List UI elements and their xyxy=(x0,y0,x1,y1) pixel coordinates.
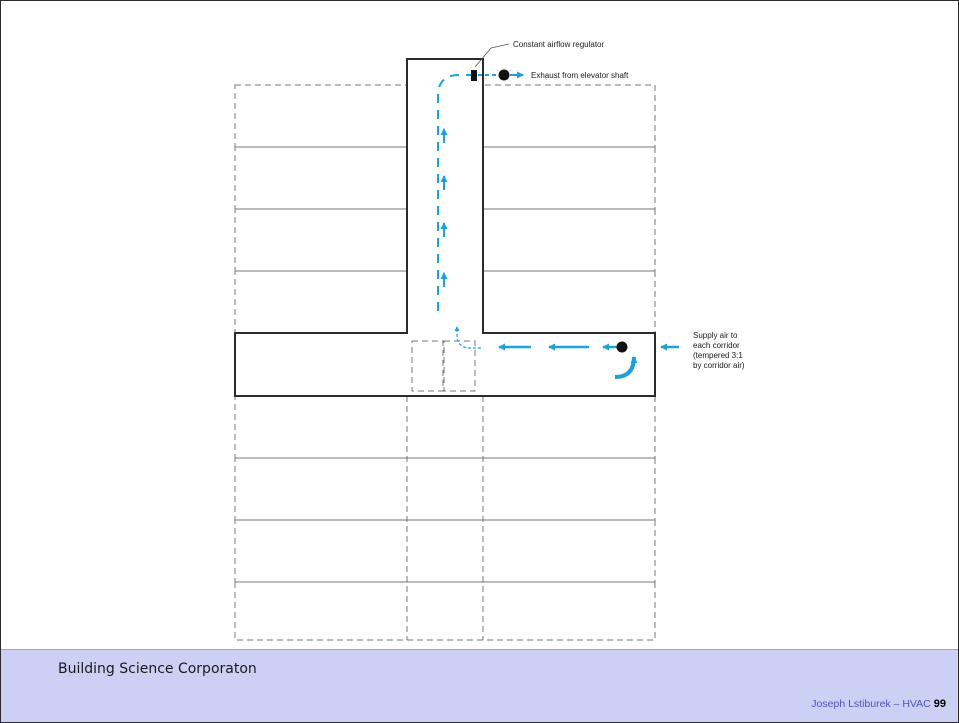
elevator-car-right xyxy=(443,340,476,392)
author-credit: Joseph Lstiburek – HVAC xyxy=(811,698,931,710)
corridor xyxy=(234,332,656,397)
floor-below-3 xyxy=(234,519,656,583)
label-supply-line-3: (tempered 3:1 xyxy=(693,351,743,360)
shaft-arrows xyxy=(440,128,481,349)
label-supply: Supply air to each corridor (tempered 3:… xyxy=(693,331,745,370)
label-regulator: Constant airflow regulator xyxy=(513,40,604,49)
elevator-shaft xyxy=(406,58,484,334)
airflow-regulator xyxy=(471,70,477,81)
shaft-airflow xyxy=(437,74,471,311)
floor-below-2 xyxy=(234,457,656,521)
ventilation-diagram: Constant airflow regulator Exhaust from … xyxy=(234,40,745,641)
return-curve-arrow xyxy=(614,356,638,379)
exhaust-fan xyxy=(498,69,510,81)
page-number: 99 xyxy=(933,698,946,710)
floors-below xyxy=(234,340,656,641)
regulator-leader-tail xyxy=(490,43,510,49)
label-exhaust: Exhaust from elevator shaft xyxy=(531,71,629,80)
elevator-car-left xyxy=(411,340,444,392)
floor-below-4 xyxy=(234,581,656,641)
small-intake-arrow xyxy=(454,326,481,349)
floor-below-1 xyxy=(234,395,656,459)
label-supply-line-2: each corridor xyxy=(693,341,740,350)
label-supply-line-4: by corridor air) xyxy=(693,361,745,370)
organization-name: Building Science Corporaton xyxy=(58,661,257,677)
regulator-leader xyxy=(474,47,492,68)
corridor-arrows xyxy=(498,343,679,379)
slide-footer: Building Science Corporaton Joseph Lstib… xyxy=(1,649,958,722)
label-supply-line-1: Supply air to xyxy=(693,331,738,340)
supply-fan xyxy=(616,341,628,353)
